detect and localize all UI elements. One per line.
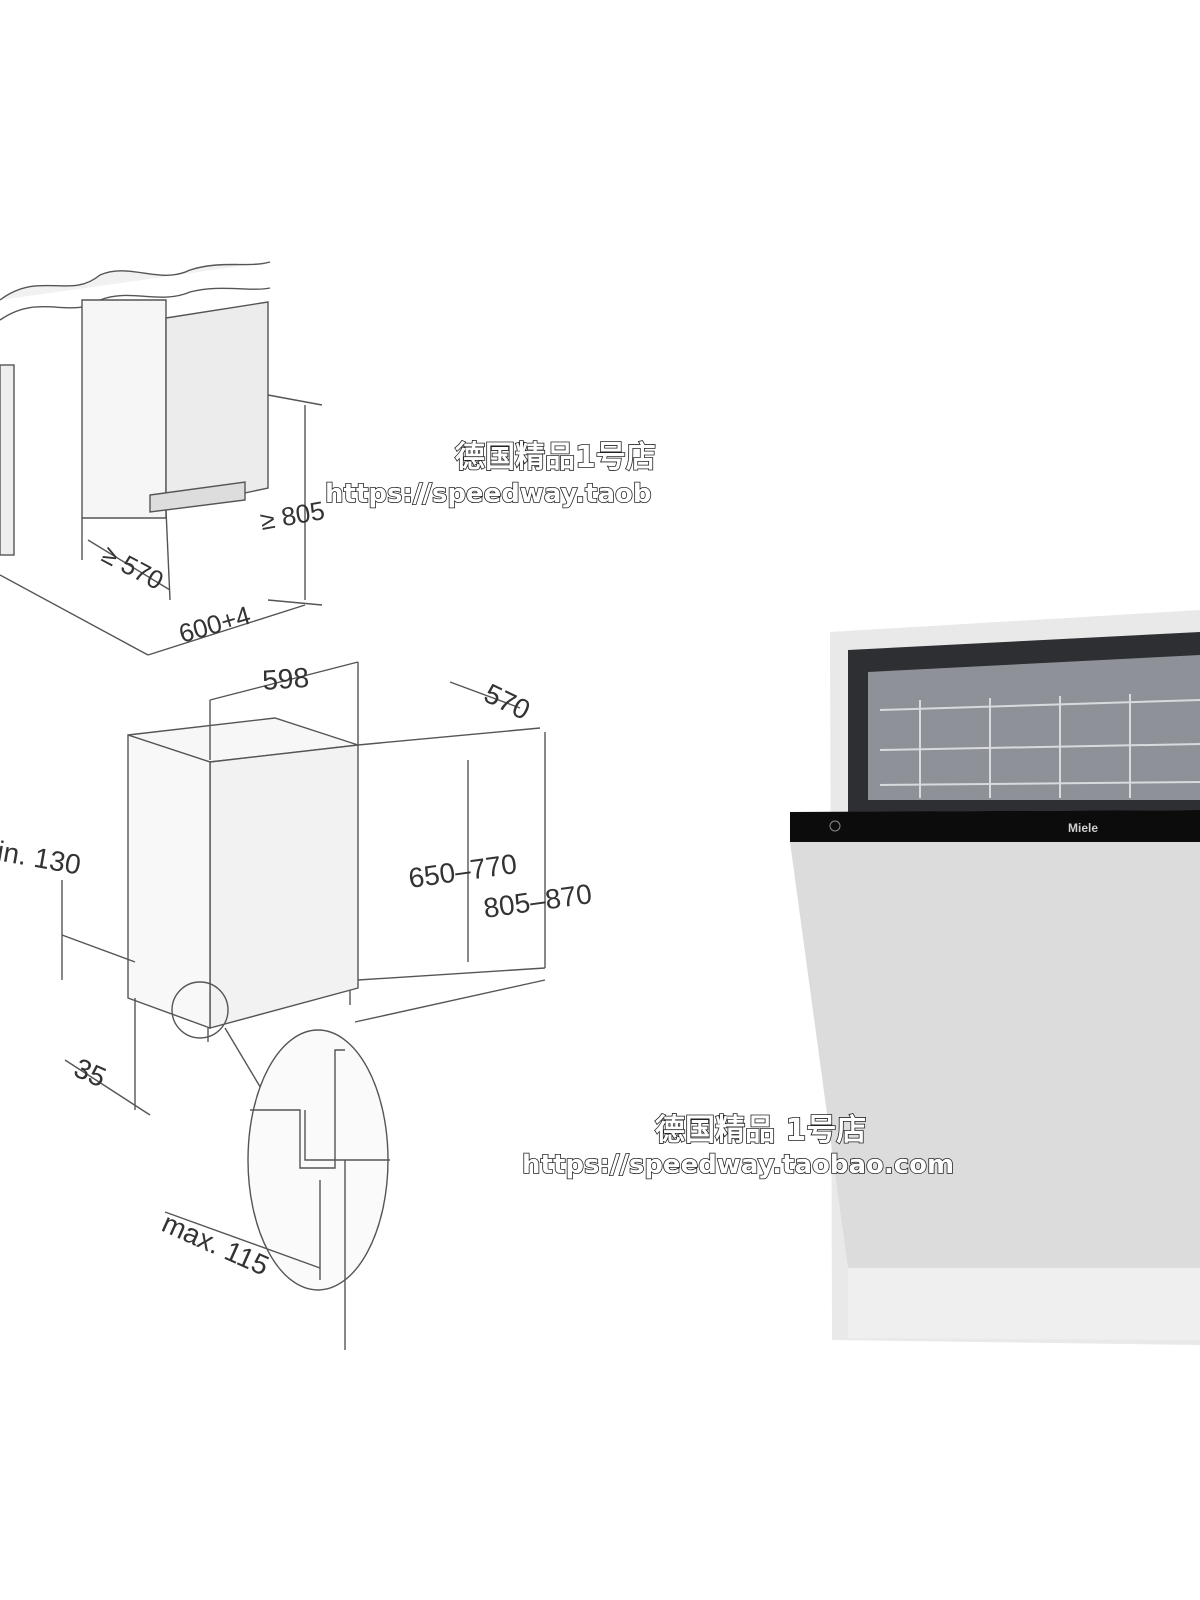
appliance-drawing — [61, 661, 546, 1350]
brand-logo: Miele — [1068, 821, 1098, 835]
watermark-1-line1: 德国精品1号店 — [455, 440, 656, 475]
watermark-1: 德国精品1号店 https://speedway.taob — [324, 439, 656, 510]
watermark-2-line1: 德国精品 1号店 — [655, 1113, 866, 1148]
power-icon — [829, 820, 841, 832]
appliance-outer-height-label: 805–870 — [482, 878, 594, 924]
appliance-min-label: in. 130 — [0, 835, 83, 880]
dishwasher-photo: Miele — [790, 610, 1200, 1345]
niche-height-label: ≥ 805 — [258, 495, 327, 536]
niche-depth-label: ≥ 570 — [97, 539, 168, 596]
niche-width-label: 600+4 — [175, 600, 253, 649]
appliance-width-label: 598 — [261, 662, 310, 696]
appliance-depth-label: 570 — [479, 678, 535, 726]
appliance-inner-height-label: 650–770 — [407, 848, 519, 894]
watermark-2-line2: https://speedway.taobao.com — [522, 1150, 954, 1180]
watermark-1-line2: https://speedway.taob — [325, 479, 651, 509]
appliance-plinth-label: 35 — [70, 1052, 111, 1093]
niche-drawing — [0, 261, 323, 656]
watermark-2: 德国精品 1号店 https://speedway.taobao.com — [521, 1112, 955, 1181]
